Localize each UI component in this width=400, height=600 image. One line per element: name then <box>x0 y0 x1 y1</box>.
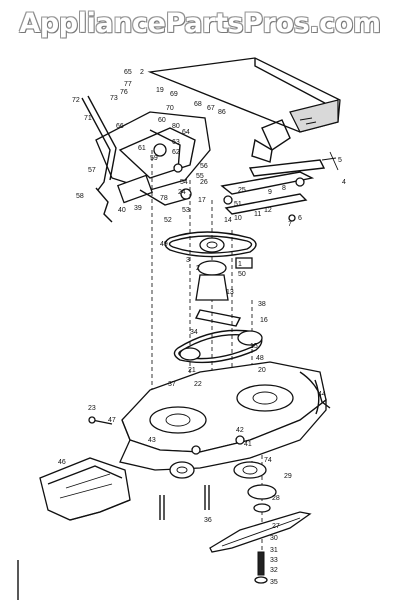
callout: 29 <box>284 473 292 480</box>
callout: 73 <box>110 95 118 102</box>
callout: 46 <box>58 459 66 466</box>
callout: 23 <box>88 405 96 412</box>
callout: 52 <box>164 217 172 224</box>
callout: 51 <box>234 201 242 208</box>
lower-belt <box>173 309 263 364</box>
callout: 4 <box>342 179 346 186</box>
callout: 50 <box>238 271 246 278</box>
frame-rail <box>147 57 341 163</box>
callout: 9 <box>268 189 272 196</box>
callout: 21 <box>188 367 196 374</box>
watermark: AppliancePartsPros.com <box>19 8 381 39</box>
callout: 49 <box>160 241 168 248</box>
callout: 53 <box>182 207 190 214</box>
mower-deck <box>119 361 331 471</box>
callout: 58 <box>76 193 84 200</box>
callout: 71 <box>84 115 92 122</box>
callout: 41 <box>244 441 252 448</box>
callout: 13 <box>226 289 234 296</box>
callout: 16 <box>260 317 268 324</box>
callout: 38 <box>258 301 266 308</box>
lower-left-parts <box>88 416 210 520</box>
callout: 63 <box>172 139 180 146</box>
callout: 78 <box>160 195 168 202</box>
callout: 30 <box>270 535 278 542</box>
callout: 69 <box>170 91 178 98</box>
callout: 22 <box>194 381 202 388</box>
callout: 5 <box>338 157 342 164</box>
callout: 39 <box>134 205 142 212</box>
callout: 77 <box>124 81 132 88</box>
callout: 76 <box>120 89 128 96</box>
callout: 24 <box>178 189 186 196</box>
callout: 72 <box>72 97 80 104</box>
callout: 57 <box>88 167 96 174</box>
callout: 8 <box>282 185 286 192</box>
callout: 34 <box>190 329 198 336</box>
callout: 68 <box>194 101 202 108</box>
callout: 10 <box>234 215 242 222</box>
callout: 44 <box>318 391 326 398</box>
blade-assembly <box>209 461 312 584</box>
callout: 43 <box>148 437 156 444</box>
callout: 56 <box>200 163 208 170</box>
callout: 31 <box>270 547 278 554</box>
callout: 54 <box>180 179 188 186</box>
callout: 14 <box>224 217 232 224</box>
callout: 37 <box>168 381 176 388</box>
discharge-chute <box>39 457 131 521</box>
callout: 70 <box>166 105 174 112</box>
callout: 28 <box>272 495 280 502</box>
callout: 27 <box>272 523 280 530</box>
callout: 26 <box>200 179 208 186</box>
callout: 15 <box>250 343 258 350</box>
callout-labels: 65 2 77 72 76 73 19 69 70 68 67 86 71 66… <box>58 69 346 586</box>
callout: 25 <box>238 187 246 194</box>
callout: 36 <box>204 517 212 524</box>
callout: 17 <box>198 197 206 204</box>
callout: 40 <box>118 207 126 214</box>
callout: 65 <box>124 69 132 76</box>
callout: 74 <box>264 457 272 464</box>
callout: 42 <box>236 427 244 434</box>
callout: 2 <box>196 265 200 272</box>
callout: 1 <box>238 261 242 268</box>
callout: 2 <box>140 69 144 76</box>
callout: 12 <box>264 207 272 214</box>
callout: 35 <box>270 579 278 586</box>
callout: 67 <box>207 105 215 112</box>
callout: 20 <box>258 367 266 374</box>
callout: 60 <box>158 117 166 124</box>
callout: 66 <box>116 123 124 130</box>
callout: 47 <box>108 417 116 424</box>
callout: 6 <box>298 215 302 222</box>
callout: 55 <box>196 173 204 180</box>
lift-assembly <box>81 95 211 223</box>
callout: 48 <box>256 355 264 362</box>
callout: 80 <box>172 123 180 130</box>
callout: 3 <box>186 257 190 264</box>
callout: 32 <box>270 567 278 574</box>
callout: 7 <box>288 221 292 228</box>
callout: 62 <box>172 149 180 156</box>
callout: 33 <box>270 557 278 564</box>
callout: 19 <box>156 87 164 94</box>
callout: 86 <box>218 109 226 116</box>
right-linkage <box>220 151 339 222</box>
callout: 11 <box>254 211 261 218</box>
callout: 64 <box>182 129 190 136</box>
callout: 59 <box>150 155 158 162</box>
callout: 61 <box>138 145 146 152</box>
upper-belt <box>164 231 257 301</box>
